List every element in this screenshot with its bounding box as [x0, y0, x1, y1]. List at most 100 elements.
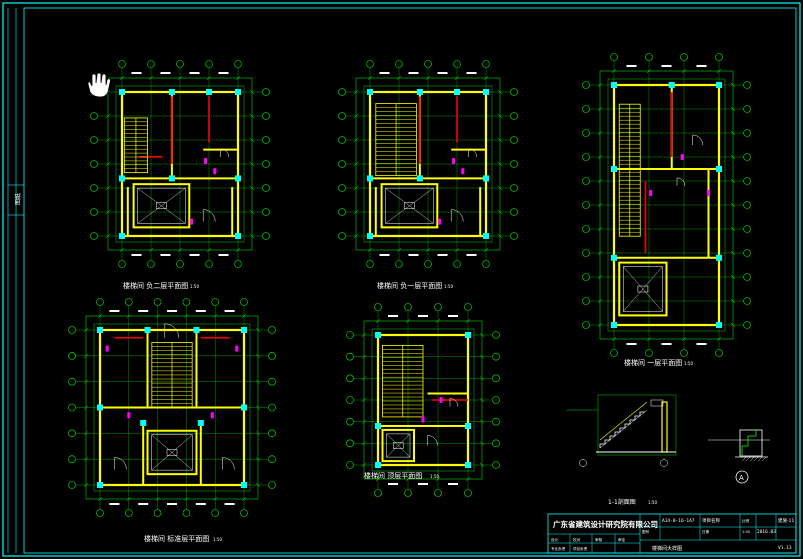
dimension-tick: [241, 496, 247, 502]
dimension-tick: [425, 247, 431, 253]
dimension-tick: [730, 202, 736, 208]
dimension-tick: [497, 233, 503, 239]
dimension-tick: [105, 161, 111, 167]
structural-column: [168, 175, 175, 182]
dimension-tick: [367, 75, 373, 81]
axis-bubble: [395, 260, 403, 268]
axis-bubble: [582, 273, 590, 281]
dimension-tick: [646, 68, 652, 74]
structural-column: [97, 482, 103, 488]
detail-hatch: [749, 456, 755, 462]
dimension-tick: [353, 233, 359, 239]
axis-bubble: [680, 349, 688, 357]
detail-a[interactable]: [708, 429, 770, 462]
plan-top-level[interactable]: [346, 303, 500, 497]
axis-bubble: [424, 60, 432, 68]
dimension-tick: [184, 496, 189, 502]
dimension-tick: [353, 113, 359, 119]
door-swing: [114, 457, 127, 470]
elevator-cross: [385, 187, 434, 224]
dimension-tick: [716, 68, 722, 74]
door-tag: [461, 168, 465, 175]
axis-bubble: [68, 481, 76, 489]
dimension-tick: [119, 247, 125, 253]
detail-hatch: [757, 456, 763, 462]
structural-column: [483, 89, 489, 95]
structural-column: [483, 175, 489, 182]
dimension-tick: [435, 476, 441, 482]
title-block-cell: 设计: [551, 537, 559, 542]
scale-plan-a: 1:50: [190, 284, 199, 289]
dimension-tick: [435, 318, 441, 324]
title-block[interactable]: 广东省建筑设计研究院有限公司 A14-0-16-1A7 项目名称 楼梯间大样图 …: [547, 513, 797, 554]
dimension-tick: [361, 397, 367, 403]
structural-column: [241, 327, 247, 333]
dimension-tick: [249, 185, 255, 191]
dimension-text: [437, 254, 448, 256]
plan-level-1[interactable]: [582, 53, 751, 357]
axis-bubble: [743, 321, 751, 329]
structural-column: [375, 462, 381, 468]
dimension-tick: [405, 476, 411, 482]
title-block-cell: 审核: [595, 537, 603, 542]
axis-bubble: [510, 184, 518, 192]
sheet-inner-frame: [23, 7, 797, 554]
dimension-tick: [497, 161, 503, 167]
structural-column: [235, 175, 241, 182]
dimension-tick: [454, 75, 460, 81]
dimension-tick: [213, 313, 218, 319]
dimension-tick: [730, 322, 736, 328]
dimension-text: [626, 65, 637, 67]
section-1-1[interactable]: [566, 394, 677, 467]
dimension-tick: [249, 161, 255, 167]
stair-profile: [599, 411, 645, 448]
structural-column: [716, 82, 722, 88]
elevator-car: [137, 187, 186, 224]
structural-column: [241, 404, 247, 411]
door-swing: [222, 457, 235, 470]
title-block-cell: 比例: [742, 518, 750, 523]
structural-column: [483, 233, 489, 239]
drawing-version: V1.13: [778, 545, 792, 551]
title-block-cells: 设计校对审核审定专业负责项目负责比例1:50图号日期: [551, 518, 751, 551]
dimension-tick: [361, 332, 367, 338]
axis-bubble: [338, 208, 346, 216]
detail-hatch: [753, 456, 759, 462]
dimension-tick: [255, 456, 261, 462]
axis-bubble: [90, 232, 98, 240]
structural-column: [611, 322, 617, 328]
axis-bubble: [582, 201, 590, 209]
plan-level-b2[interactable]: [90, 60, 270, 268]
elevator-shaft-wall: [146, 429, 198, 476]
dimension-text: [626, 343, 637, 345]
dimension-text: [218, 254, 229, 256]
axis-bubble: [262, 112, 270, 120]
door-tag: [452, 158, 456, 165]
axis-bubble: [182, 298, 191, 306]
dimension-tick: [479, 332, 485, 338]
axis-bubble: [211, 298, 219, 306]
plan-standard-level[interactable]: [68, 298, 276, 517]
axis-bubble: [743, 273, 751, 281]
company-name: 广东省建筑设计研究院有限公司: [553, 519, 658, 529]
structural-column: [241, 482, 247, 488]
dimension-tick: [148, 247, 154, 253]
structural-column: [416, 175, 423, 182]
plan-level-b1[interactable]: [338, 60, 518, 268]
axis-bubble: [610, 53, 618, 61]
axis-bubble: [96, 298, 104, 306]
dimension-text: [448, 315, 458, 317]
elevator-car: [385, 187, 434, 224]
dimension-tick: [249, 113, 255, 119]
dimension-tick: [235, 247, 241, 253]
structural-column: [97, 404, 103, 411]
dimension-text: [195, 503, 206, 505]
dimension-text: [218, 72, 229, 74]
dimension-tick: [83, 431, 89, 436]
door-tag: [438, 218, 442, 225]
dimension-tick: [119, 75, 125, 81]
axis-bubble: [582, 81, 590, 89]
